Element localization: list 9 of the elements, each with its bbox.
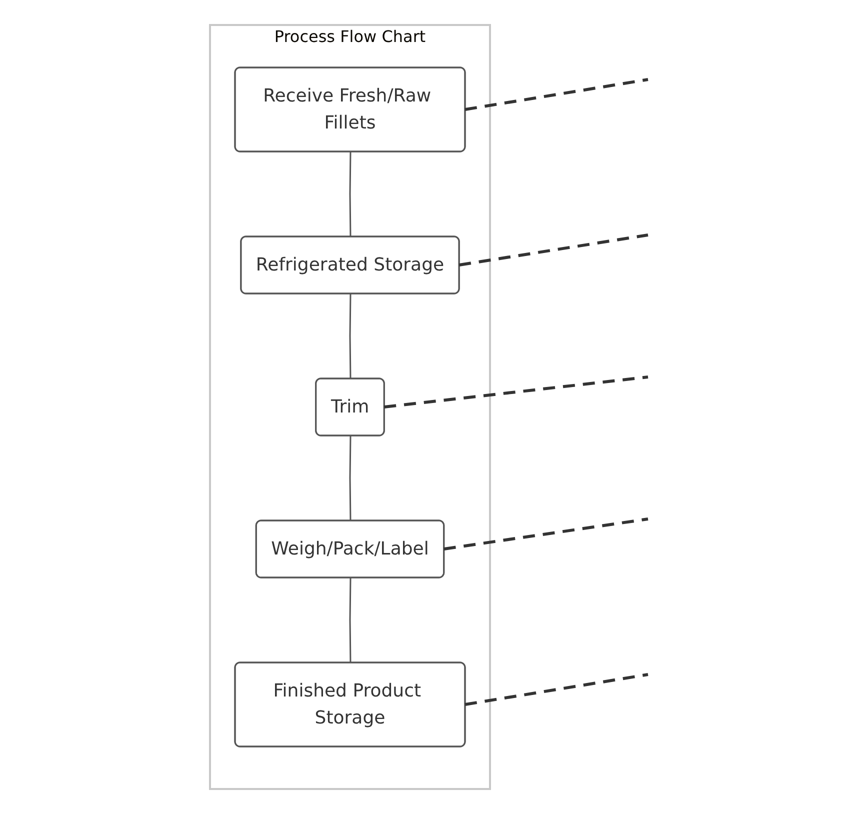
leader-line	[443, 518, 648, 550]
connector	[348, 578, 351, 663]
connector	[348, 152, 351, 237]
leader-line	[464, 673, 648, 706]
leader-line	[458, 234, 648, 266]
leader-line	[464, 78, 648, 111]
connector	[348, 436, 351, 521]
leader-line	[383, 376, 648, 408]
connector	[348, 294, 351, 379]
